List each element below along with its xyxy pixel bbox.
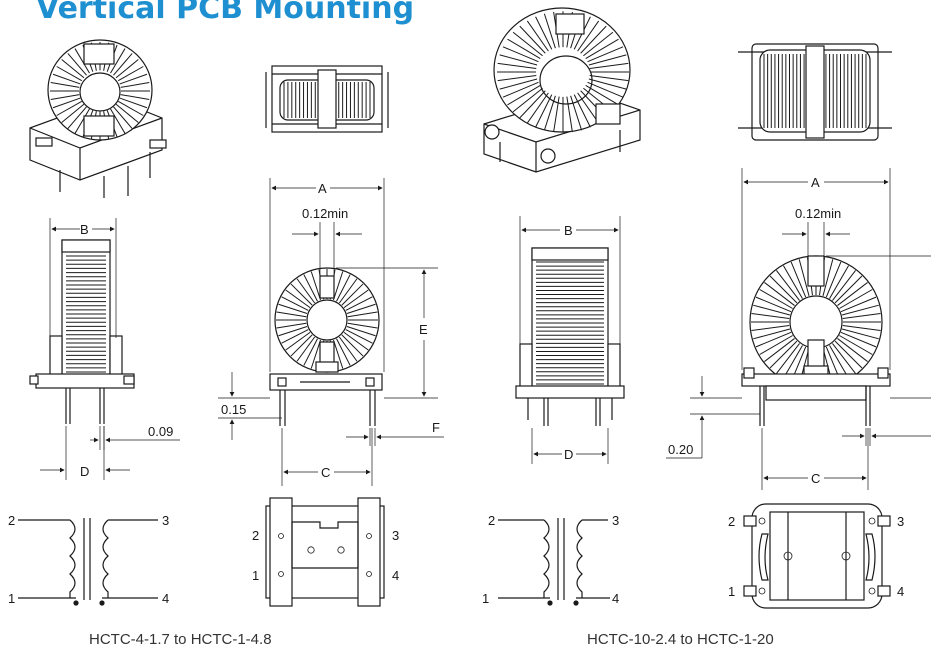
- right-sch-pin3: 3: [612, 513, 619, 528]
- left-dim-min-gap: 0.12min: [302, 206, 348, 221]
- left-sch-pin3: 3: [162, 513, 169, 528]
- right-dim-d: D: [564, 447, 573, 462]
- left-top-view: [265, 65, 389, 133]
- left-layout-pin4: 4: [392, 568, 399, 583]
- right-top-view: [738, 43, 892, 141]
- right-dim-b: B: [564, 223, 573, 238]
- right-sch-pin4: 4: [612, 591, 619, 606]
- left-dim-f: F: [432, 420, 440, 435]
- left-side-view: B D 0.09: [29, 218, 180, 480]
- right-pin-layout: 2 1 3 4: [728, 503, 904, 609]
- left-dim-d: D: [80, 464, 89, 479]
- right-isometric-view: [483, 7, 641, 173]
- left-dim-c: C: [321, 465, 330, 480]
- left-isometric-view: [29, 39, 167, 198]
- right-dim-a: A: [811, 175, 820, 190]
- left-layout-pin3: 3: [392, 528, 399, 543]
- left-dim-pin: 0.09: [148, 424, 173, 439]
- right-sch-pin2: 2: [488, 513, 495, 528]
- left-model-caption: HCTC-4-1.7 to HCTC-1-4.8: [89, 631, 272, 648]
- left-pin-layout: 2 1 3 4: [252, 497, 399, 607]
- right-front-view: A 0.12min 0.20: [666, 168, 931, 490]
- right-dim-min-gap: 0.12min: [795, 206, 841, 221]
- left-layout-pin2: 2: [252, 528, 259, 543]
- page-title: Vertical PCB Mounting: [36, 0, 415, 26]
- right-sch-pin1: 1: [482, 591, 489, 606]
- left-layout-pin1: 1: [252, 568, 259, 583]
- left-sch-pin4: 4: [162, 591, 169, 606]
- right-model-caption: HCTC-10-2.4 to HCTC-1-20: [587, 631, 774, 648]
- right-dim-standoff: 0.20: [668, 442, 693, 457]
- right-layout-pin2: 2: [728, 514, 735, 529]
- left-schematic: 2 1 3 4: [8, 513, 169, 606]
- right-dim-c: C: [811, 471, 820, 486]
- right-schematic: 2 1 3 4: [482, 513, 619, 606]
- left-dim-standoff: 0.15: [221, 402, 246, 417]
- right-side-view: B D: [515, 216, 625, 464]
- right-layout-pin1: 1: [728, 584, 735, 599]
- left-front-view: A 0.12min E 0.15 F: [218, 178, 444, 486]
- left-dim-b: B: [80, 222, 89, 237]
- right-layout-pin3: 3: [897, 514, 904, 529]
- left-sch-pin2: 2: [8, 513, 15, 528]
- right-layout-pin4: 4: [897, 584, 904, 599]
- left-dim-a: A: [318, 181, 327, 196]
- left-dim-e: E: [419, 322, 428, 337]
- left-sch-pin1: 1: [8, 591, 15, 606]
